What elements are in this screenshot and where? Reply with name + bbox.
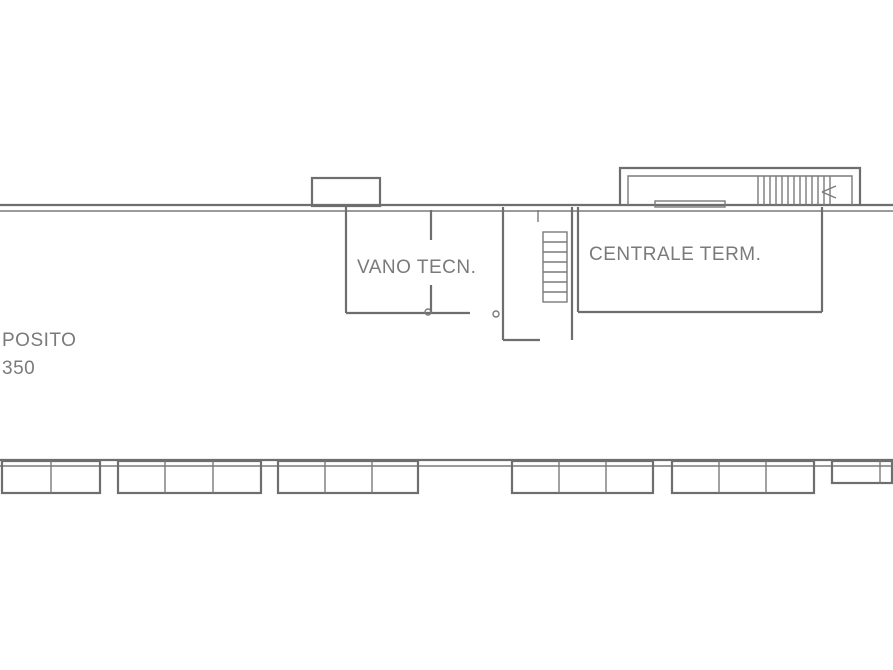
window-group-2	[116, 459, 263, 495]
upper-annex	[618, 166, 862, 208]
label-centrale-termica: CENTRALE TERM.	[589, 244, 762, 265]
corridor	[492, 207, 574, 342]
window-group-5	[670, 459, 816, 495]
label-vano-tecnico: VANO TECN.	[357, 257, 477, 278]
inner-stair	[542, 231, 568, 303]
upper-wall	[0, 203, 893, 212]
chimney-box	[310, 176, 382, 208]
vano-tecnico-room	[344, 205, 470, 316]
label-deposito: POSITO	[2, 330, 77, 351]
centrale-termica-room	[576, 207, 824, 314]
window-group-6	[830, 459, 893, 485]
window-group-3	[276, 459, 420, 495]
window-group-1	[0, 459, 102, 495]
external-stair	[763, 176, 837, 205]
window-group-4	[510, 459, 655, 495]
label-area: 350	[2, 358, 36, 379]
